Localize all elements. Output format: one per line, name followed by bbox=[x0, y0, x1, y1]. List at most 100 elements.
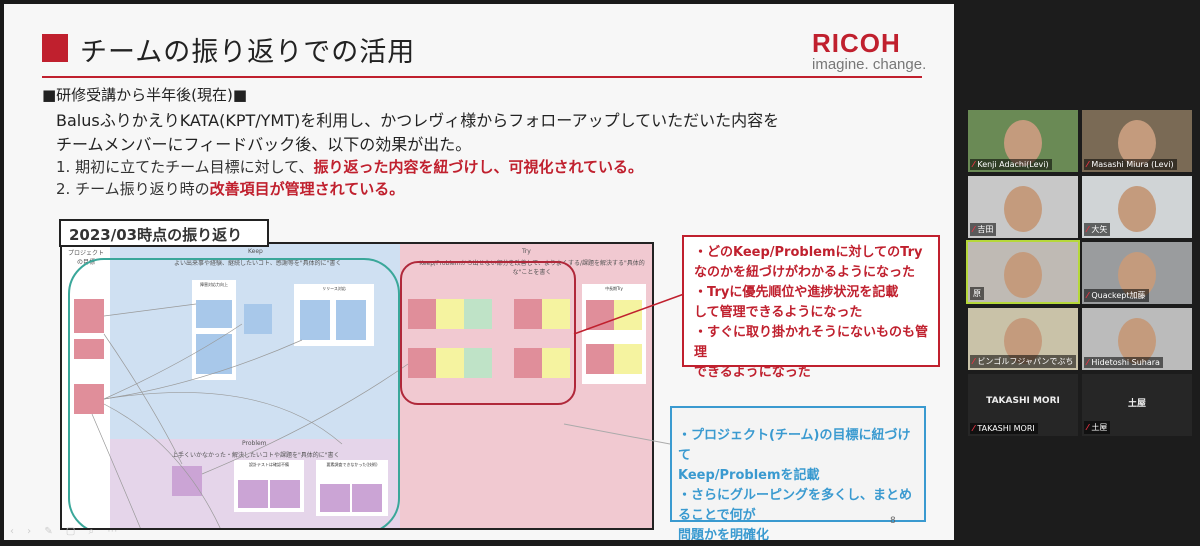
problem-card bbox=[320, 484, 350, 512]
connector-line bbox=[103, 339, 303, 400]
try-status-card bbox=[542, 348, 570, 378]
callout-pointers bbox=[563, 293, 685, 445]
problem-group-label: 設計テストは確認不備 bbox=[249, 462, 289, 467]
point-prefix: 2. チーム振り返り時の bbox=[56, 180, 210, 198]
keep-card bbox=[196, 300, 232, 328]
logo-tagline: imagine. change. bbox=[812, 56, 927, 73]
problem-group-label: 要素調査できなかった(技術) bbox=[326, 462, 378, 467]
keep-card bbox=[244, 304, 272, 334]
participant-tile[interactable]: ⁄Hidetoshi Suhara bbox=[1082, 308, 1192, 370]
callout-line: して管理できるようになった bbox=[694, 305, 863, 320]
participant-name: ⁄Kenji Adachi(Levi) bbox=[970, 159, 1052, 170]
try-status-card bbox=[436, 299, 464, 329]
participant-name: ⁄Masashi Miura (Levi) bbox=[1084, 159, 1177, 170]
point-2: 2. チーム振り返り時の改善項目が管理されている。 bbox=[56, 178, 404, 199]
connector-lines bbox=[91, 303, 409, 528]
try-status-card bbox=[614, 344, 642, 374]
try-card bbox=[408, 348, 436, 378]
mic-muted-icon: ⁄ bbox=[973, 424, 975, 433]
keep-card bbox=[300, 300, 330, 340]
keep-group-label: 障害対応力向上 bbox=[200, 282, 228, 287]
try-effects-callout: ・どのKeep/Problemに対してのTry なのかを紐づけがわかるようになっ… bbox=[682, 235, 940, 380]
participant-video bbox=[1004, 120, 1042, 166]
connector-line bbox=[91, 413, 141, 528]
participant-tile-no-video[interactable]: 土屋 ⁄土屋 bbox=[1082, 374, 1192, 436]
goal-card bbox=[74, 339, 104, 359]
connector-line bbox=[201, 363, 409, 475]
point-highlight: 振り返った内容を紐づけし、可視化されている。 bbox=[313, 158, 643, 176]
retrospective-board: プロジェクトの目標 Keep よい出来事や経験、継続したいコト、感謝等を"具体的… bbox=[60, 242, 654, 530]
participant-tile[interactable]: ⁄Kenji Adachi(Levi) bbox=[968, 110, 1078, 172]
mic-muted-icon: ⁄ bbox=[1087, 225, 1089, 234]
try-title: Try bbox=[522, 248, 531, 255]
problem-title: Problem bbox=[242, 440, 267, 447]
participant-tile-active-speaker[interactable]: 原 bbox=[966, 240, 1080, 304]
participant-name: 原 bbox=[970, 287, 984, 300]
participant-name: ⁄ビンゴルフジャパンでぶち bbox=[970, 355, 1077, 368]
keep-card bbox=[196, 334, 232, 374]
goal-card bbox=[74, 299, 104, 333]
callout-line: Keep/Problemを記載 bbox=[678, 468, 820, 483]
try-card bbox=[514, 299, 542, 329]
try-card bbox=[586, 344, 614, 374]
subheading: ■研修受講から半年後(現在)■ bbox=[42, 86, 248, 104]
try-card bbox=[464, 299, 492, 329]
callout-line: ・さらにグルーピングを多くし、まとめることで何が bbox=[678, 488, 913, 523]
ricoh-logo: RICOH imagine. change. bbox=[812, 30, 926, 74]
callout-line: できるようになった bbox=[694, 365, 811, 380]
participant-display-name: 土屋 bbox=[1127, 399, 1146, 409]
page-number: 8 bbox=[890, 516, 896, 526]
callout-line: 問題かを明確化 bbox=[678, 528, 770, 540]
participant-tile[interactable]: ⁄Quackept加藤 bbox=[1082, 242, 1192, 304]
problem-card bbox=[270, 480, 300, 508]
participant-name: ⁄吉田 bbox=[970, 223, 997, 236]
participant-video bbox=[1118, 318, 1156, 364]
point-prefix: 1. 期初に立てたチーム目標に対して、 bbox=[56, 158, 314, 176]
mic-muted-icon: ⁄ bbox=[1087, 358, 1089, 367]
participant-tile[interactable]: ⁄吉田 bbox=[968, 176, 1078, 238]
participant-name: ⁄TAKASHI MORI bbox=[970, 423, 1038, 434]
problem-card bbox=[172, 466, 202, 496]
participant-display-name: TAKASHI MORI bbox=[986, 396, 1060, 406]
participant-video bbox=[1004, 252, 1042, 298]
logo-name: RICOH bbox=[812, 28, 901, 58]
connector-line bbox=[103, 333, 183, 465]
participant-tile[interactable]: ⁄大矢 bbox=[1082, 176, 1192, 238]
callout-line: ・すぐに取り掛かれそうにないものも管理 bbox=[694, 325, 929, 360]
mic-muted-icon: ⁄ bbox=[1087, 291, 1089, 300]
problem-subtitle: 上手くいかなかった・解決したいコトや課題を"具体的に"書く bbox=[172, 452, 340, 459]
callout-line: ・プロジェクト(チーム)の目標に紐づけて bbox=[678, 428, 911, 463]
connector-line bbox=[103, 303, 197, 317]
mic-muted-icon: ⁄ bbox=[973, 160, 975, 169]
paragraph-line: BalusふりかえりKATA(KPT/YMT)を利用し、かつレヴィ様からフォロー… bbox=[56, 111, 780, 130]
participant-tile[interactable]: ⁄ビンゴルフジャパンでぶち bbox=[968, 308, 1078, 370]
participant-name: ⁄土屋 bbox=[1084, 421, 1111, 434]
point-1: 1. 期初に立てたチーム目標に対して、振り返った内容を紐づけし、可視化されている… bbox=[56, 156, 643, 177]
participant-video bbox=[1118, 186, 1156, 232]
keep-group-label: リリース対応 bbox=[322, 286, 346, 291]
try-subtitle: Keep/Problemから出せない部分を改善して、よりよくする/課題を解決する… bbox=[419, 260, 645, 276]
participant-tile-no-video[interactable]: TAKASHI MORI ⁄TAKASHI MORI bbox=[968, 374, 1078, 436]
try-status-card bbox=[436, 348, 464, 378]
point-highlight: 改善項目が管理されている。 bbox=[209, 180, 405, 198]
try-card bbox=[464, 348, 492, 378]
participant-video bbox=[1004, 186, 1042, 232]
mic-muted-icon: ⁄ bbox=[973, 357, 975, 366]
keep-card bbox=[336, 300, 366, 340]
slideshow-controls[interactable]: ‹ › ✎ ▢ ⌕ ⋯ bbox=[10, 526, 123, 537]
connector-line bbox=[103, 323, 243, 400]
blue-callout-pointer bbox=[563, 423, 671, 445]
mic-muted-icon: ⁄ bbox=[1087, 160, 1089, 169]
participant-video bbox=[1118, 120, 1156, 166]
video-gallery: ⁄Kenji Adachi(Levi) ⁄Masashi Miura (Levi… bbox=[960, 0, 1200, 546]
problem-card bbox=[238, 480, 268, 508]
mic-muted-icon: ⁄ bbox=[973, 225, 975, 234]
participant-name: ⁄Hidetoshi Suhara bbox=[1084, 357, 1163, 368]
keep-subtitle: よい出来事や経験、継続したいコト、感謝等を"具体的に"書く bbox=[174, 260, 342, 267]
slide-title: チームの振り返りでの活用 bbox=[80, 37, 416, 68]
participant-tile[interactable]: ⁄Masashi Miura (Levi) bbox=[1082, 110, 1192, 172]
keep-problem-highlight bbox=[68, 258, 400, 528]
title-marker bbox=[42, 34, 68, 62]
paragraph-line: チームメンバーにフィードバック後、以下の効果が出た。 bbox=[56, 135, 472, 154]
keep-title: Keep bbox=[248, 248, 263, 255]
